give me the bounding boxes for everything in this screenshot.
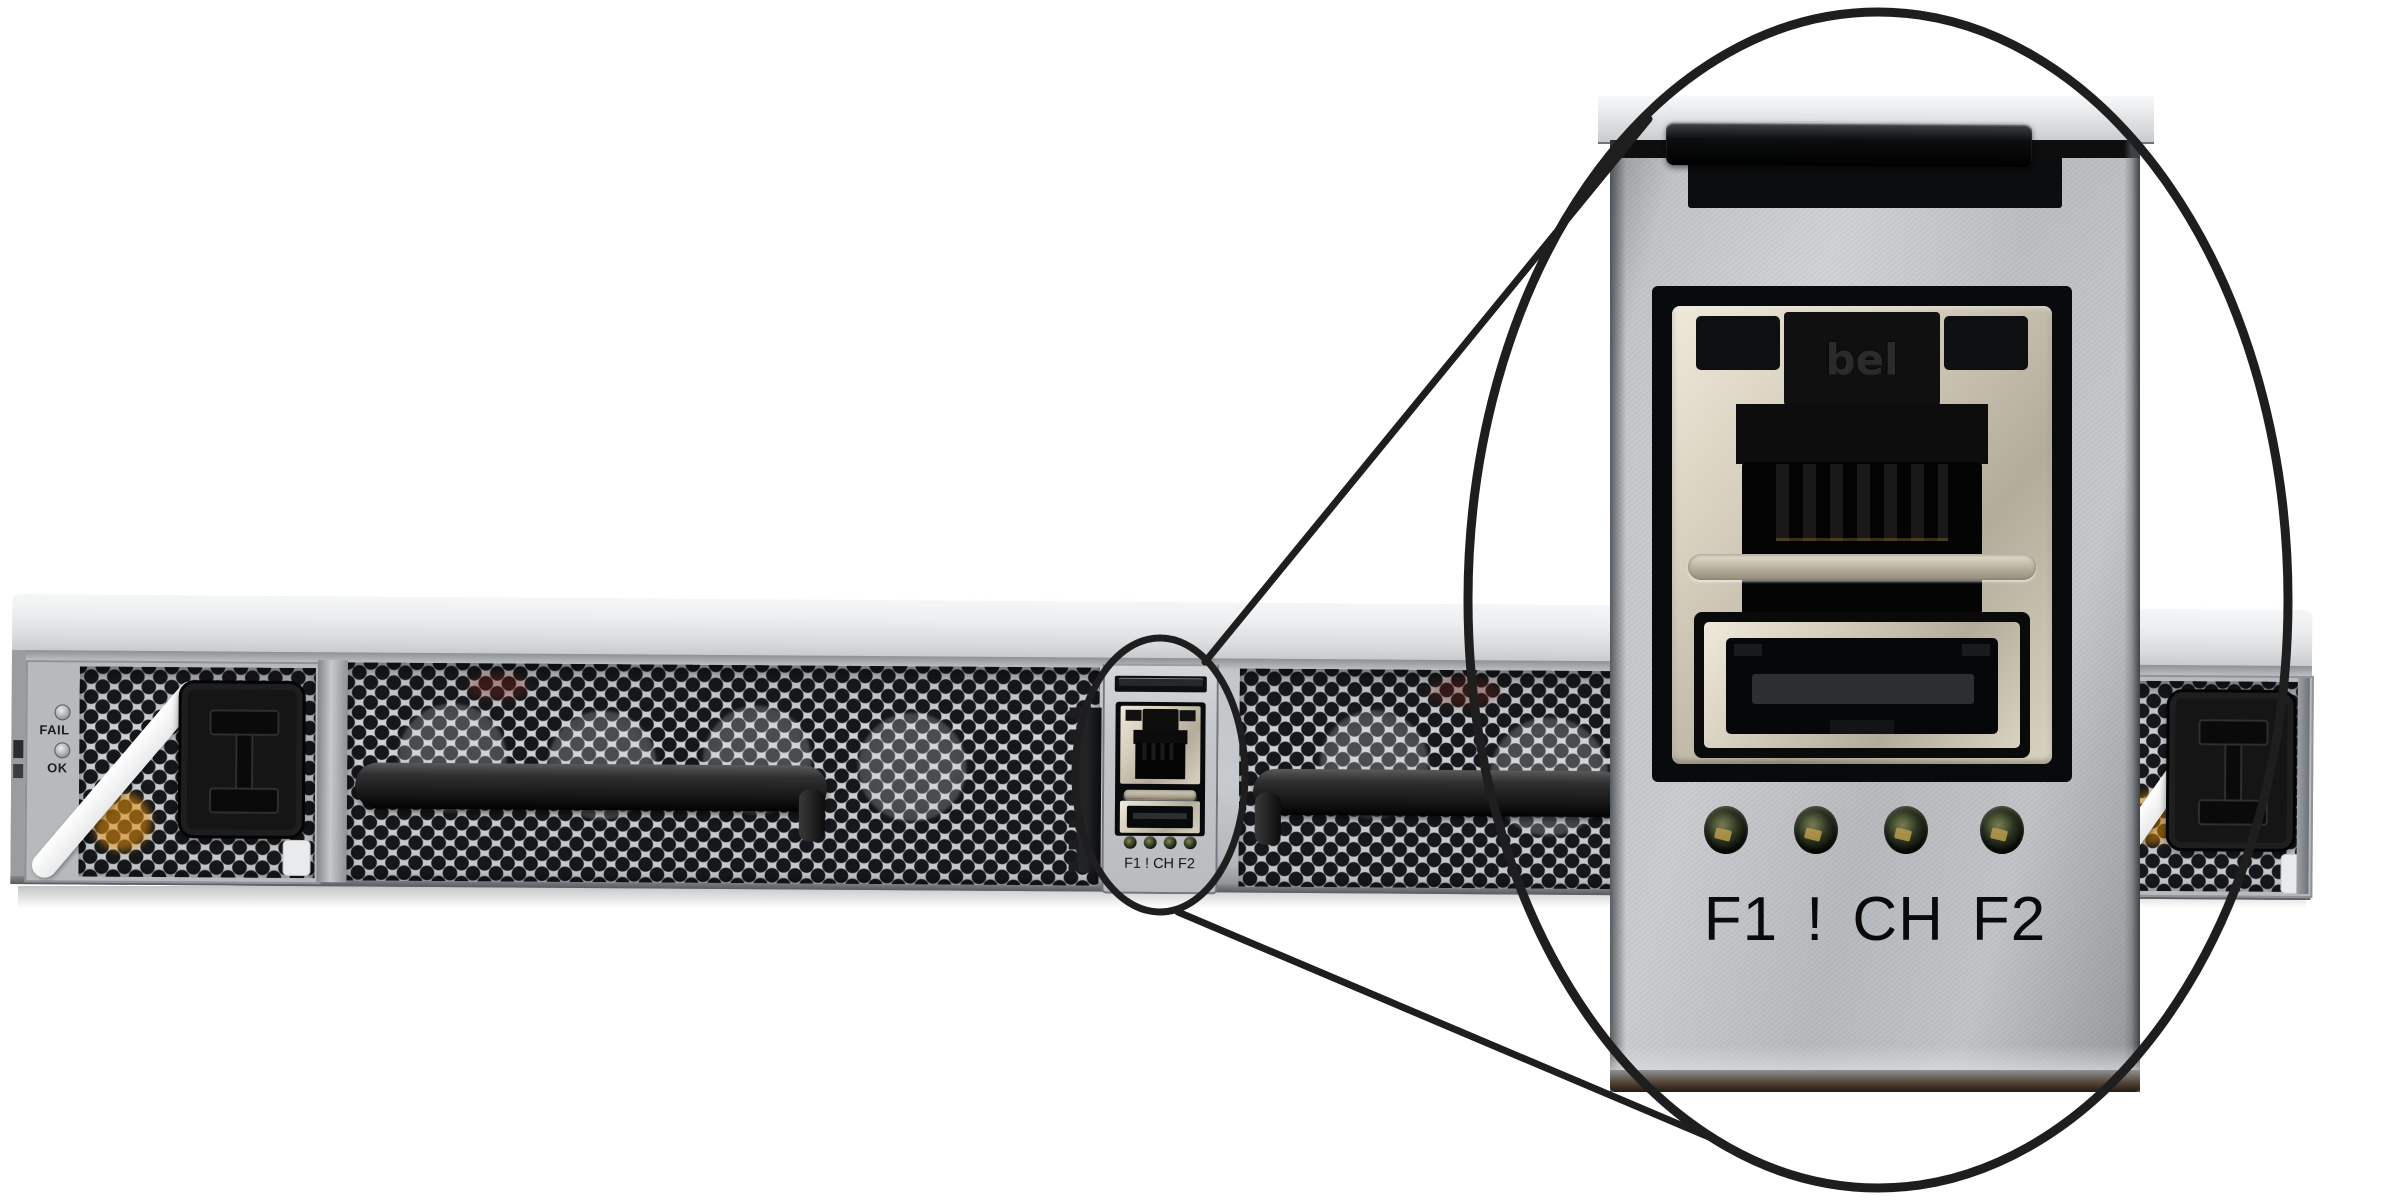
rj45-jack-large bbox=[1742, 462, 1982, 622]
rj45-tab-small bbox=[1125, 709, 1142, 721]
rj45-shield-tab-left bbox=[1696, 316, 1780, 370]
led-f1-small bbox=[1123, 835, 1137, 849]
port-labels-large: F1 ! CH F2 bbox=[1650, 880, 2100, 958]
psu-left: FAIL OK bbox=[24, 660, 322, 885]
usb-bezel-large bbox=[1694, 612, 2030, 758]
panel-latch-small bbox=[1118, 677, 1203, 687]
callout-panel-bottom-highlight bbox=[1610, 1045, 2140, 1070]
callout-panel-right-edge bbox=[2124, 140, 2140, 1092]
port-labels-small: F1 ! CH F2 bbox=[1124, 855, 1196, 873]
port-module-large: bel bbox=[1652, 286, 2072, 782]
rj45-pins-large bbox=[1776, 464, 1948, 541]
usb-bottom-notch bbox=[1830, 720, 1894, 734]
shield-emboss-large bbox=[1688, 554, 2036, 580]
fan-hint bbox=[856, 711, 968, 823]
rj45-plastic-small bbox=[1142, 708, 1179, 732]
led-ch-large bbox=[1884, 806, 1928, 854]
label-f1: F1 bbox=[1703, 884, 1779, 954]
psu-left-release-tab bbox=[282, 839, 311, 877]
vent-mesh-left-section bbox=[346, 662, 1100, 886]
rj45-plastic-mid bbox=[1736, 404, 1988, 464]
callout-panel: bel bbox=[1610, 121, 2140, 1092]
rj45-brand: bel bbox=[1825, 334, 1899, 384]
rj45-tab-small bbox=[1179, 710, 1196, 722]
rj45-jack-small bbox=[1135, 742, 1186, 780]
psu-left-fail-label: FAIL bbox=[39, 722, 70, 738]
shield-emboss-small bbox=[1124, 789, 1197, 800]
left-flange-notch bbox=[13, 740, 24, 759]
rj45-shield-large: bel bbox=[1672, 306, 2052, 764]
led-alert-small bbox=[1143, 835, 1157, 849]
psu-right-power-inlet bbox=[2165, 689, 2297, 852]
rj45-shield-small bbox=[1120, 705, 1201, 785]
pull-handle-left bbox=[354, 762, 828, 842]
handle-hook bbox=[1254, 792, 1282, 845]
left-flange-notch bbox=[13, 764, 24, 779]
callout-line-upper bbox=[1201, 115, 1653, 666]
usb-recess-small bbox=[1119, 800, 1200, 834]
usb-port-small bbox=[1126, 805, 1193, 829]
psu-left-power-inlet bbox=[177, 680, 306, 840]
power-inlet-bottom-slot bbox=[2197, 799, 2269, 826]
led-glint bbox=[1714, 827, 1733, 842]
rj45-pins-small bbox=[1142, 742, 1179, 761]
gasket-teeth bbox=[1068, 707, 1080, 873]
led-glint bbox=[1894, 827, 1913, 842]
callout-panel-left-edge bbox=[1610, 140, 1626, 1092]
handle-hook bbox=[798, 789, 826, 842]
label-f2: F2 bbox=[1971, 884, 2047, 954]
led-f1-large bbox=[1704, 806, 1748, 854]
usb-tongue-large bbox=[1752, 674, 1974, 704]
usb-tongue-small bbox=[1132, 812, 1187, 820]
port-module-small bbox=[1114, 701, 1206, 837]
callout-panel-latch bbox=[1665, 121, 2033, 167]
label-alert: ! bbox=[1806, 884, 1825, 954]
power-inlet-top-slot bbox=[209, 709, 280, 736]
power-inlet-bottom-slot bbox=[208, 787, 280, 814]
bay-divider bbox=[316, 660, 348, 883]
port-panel-small: F1 ! CH F2 bbox=[1101, 663, 1219, 895]
led-f2-large bbox=[1980, 806, 2024, 854]
psu-left-fail-led bbox=[54, 704, 71, 721]
wire-hint bbox=[467, 673, 528, 700]
usb-latch-tab bbox=[1962, 644, 1990, 656]
power-inlet-top-slot bbox=[2198, 719, 2269, 746]
psu-left-ok-label: OK bbox=[47, 760, 68, 776]
usb-port-large bbox=[1726, 638, 1998, 734]
pull-handle-right bbox=[1252, 768, 1626, 845]
led-glint bbox=[1804, 827, 1823, 842]
usb-latch-tab bbox=[1734, 644, 1762, 656]
usb-recess-large bbox=[1704, 622, 2020, 748]
led-ch-small bbox=[1163, 836, 1177, 850]
wire-hint bbox=[1429, 677, 1500, 707]
rj45-shield-tab-right bbox=[1944, 316, 2028, 370]
led-glint bbox=[1990, 827, 2009, 842]
rj45-plastic-top: bel bbox=[1784, 312, 1940, 406]
led-alert-large bbox=[1794, 806, 1838, 854]
label-ch: CH bbox=[1852, 884, 1944, 954]
led-f2-small bbox=[1183, 836, 1197, 850]
callout-panel-bottom-edge bbox=[1610, 1070, 2140, 1092]
psu-left-ok-led bbox=[54, 742, 71, 759]
chassis-right-flange bbox=[2296, 677, 2310, 895]
gasket-strip bbox=[1068, 707, 1102, 873]
